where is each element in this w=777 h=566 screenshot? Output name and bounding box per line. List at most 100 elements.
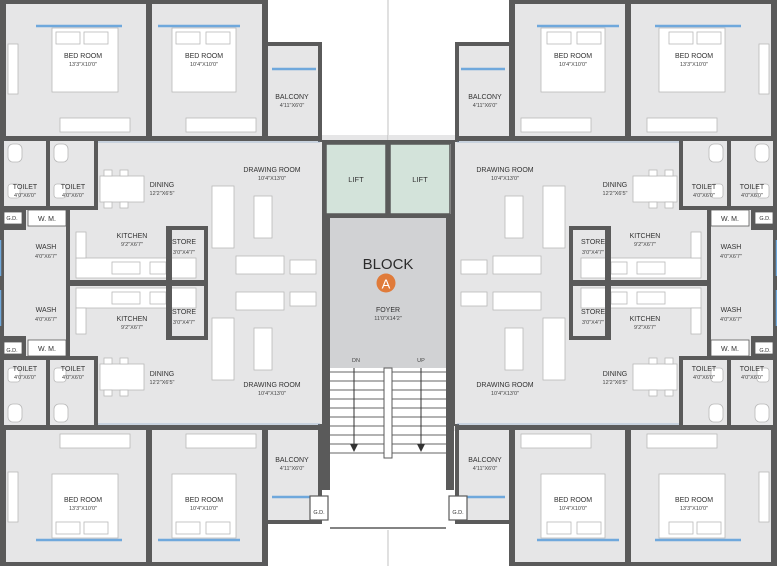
tl-kitchen-size: 9'2"X6'7" <box>121 242 143 248</box>
bl-store-size: 3'0"X4'7" <box>173 320 195 326</box>
lift-left-label: LIFT <box>348 175 364 184</box>
bl-bedroom-b-size: 10'4"X10'0" <box>190 506 218 512</box>
br-balcony-size: 4'11"X6'0" <box>473 466 498 472</box>
gd-core-right: G.D. <box>452 510 464 516</box>
br-toilet-1-size: 4'0"X6'0" <box>741 375 763 381</box>
tr-bedroom-a-size: 13'3"X10'0" <box>680 62 708 68</box>
bl-bedroom-a-size: 13'3"X10'0" <box>69 506 97 512</box>
tl-drawing-size: 10'4"X13'0" <box>258 176 286 182</box>
br-store-size: 3'0"X4'7" <box>582 320 604 326</box>
br-bedroom-b-name: BED ROOM <box>554 497 592 504</box>
tl-store-size: 3'0"X4'7" <box>173 250 195 256</box>
tr-dining-name: DINING <box>603 182 628 189</box>
tr-drawing-name: DRAWING ROOM <box>476 167 533 174</box>
tr-dining-size: 12'2"X6'5" <box>603 191 628 197</box>
bl-drawing-size: 10'4"X13'0" <box>258 391 286 397</box>
tl-bedroom-b-name: BED ROOM <box>185 53 223 60</box>
tr-toilet-1-name: TOILET <box>740 184 765 191</box>
br-bedroom-a-name: BED ROOM <box>675 497 713 504</box>
bl-wash-size: 4'0"X6'7" <box>35 317 57 323</box>
tr-drawing-size: 10'4"X13'0" <box>491 176 519 182</box>
foyer-size: 11'0"X14'2" <box>374 316 402 322</box>
tl-bedroom-b-size: 10'4"X10'0" <box>190 62 218 68</box>
tl-bedroom-a-size: 13'3"X10'0" <box>69 62 97 68</box>
tl-wm-label: W. M. <box>38 216 56 223</box>
tl-kitchen-name: KITCHEN <box>117 233 148 240</box>
br-drawing-name: DRAWING ROOM <box>476 382 533 389</box>
br-toilet-2-name: TOILET <box>692 366 717 373</box>
stairs-up-label: UP <box>417 358 425 364</box>
tl-toilet-2-name: TOILET <box>61 184 86 191</box>
bl-toilet-1-size: 4'0"X6'0" <box>14 375 36 381</box>
br-balcony-name: BALCONY <box>468 457 502 464</box>
tl-drawing-name: DRAWING ROOM <box>243 167 300 174</box>
foyer-name: FOYER <box>376 307 400 314</box>
br-bedroom-b-size: 10'4"X10'0" <box>559 506 587 512</box>
br-kitchen-name: KITCHEN <box>630 316 661 323</box>
tr-bedroom-b-name: BED ROOM <box>554 53 592 60</box>
bl-dining-name: DINING <box>150 371 175 378</box>
gd-core-left: G.D. <box>313 510 325 516</box>
tl-dining-name: DINING <box>150 182 175 189</box>
br-kitchen-size: 9'2"X6'7" <box>634 325 656 331</box>
tr-wm-label: W. M. <box>721 216 739 223</box>
tr-kitchen-name: KITCHEN <box>630 233 661 240</box>
tr-store-name: STORE <box>581 239 605 246</box>
br-toilet-2-size: 4'0"X6'0" <box>693 375 715 381</box>
bl-gd-label: G.D. <box>6 348 18 354</box>
br-wm-label: W. M. <box>721 346 739 353</box>
br-dining-size: 12'2"X6'5" <box>603 380 628 386</box>
tr-toilet-1-size: 4'0"X6'0" <box>741 193 763 199</box>
tr-gd-label: G.D. <box>759 216 771 222</box>
bl-toilet-2-name: TOILET <box>61 366 86 373</box>
tr-bedroom-b-size: 10'4"X10'0" <box>559 62 587 68</box>
stairs-down-label: DN <box>352 358 360 364</box>
tl-toilet-1-size: 4'0"X6'0" <box>14 193 36 199</box>
bl-kitchen-name: KITCHEN <box>117 316 148 323</box>
bl-balcony-size: 4'11"X6'0" <box>280 466 305 472</box>
tl-toilet-2-size: 4'0"X6'0" <box>62 193 84 199</box>
bl-dining-size: 12'2"X6'5" <box>150 380 175 386</box>
bl-wm-label: W. M. <box>38 346 56 353</box>
br-bedroom-a-size: 13'3"X10'0" <box>680 506 708 512</box>
tl-bedroom-a-name: BED ROOM <box>64 53 102 60</box>
tl-wash-size: 4'0"X6'7" <box>35 254 57 260</box>
bl-balcony-name: BALCONY <box>275 457 309 464</box>
bl-bedroom-a-name: BED ROOM <box>64 497 102 504</box>
block-badge <box>376 273 396 293</box>
tr-balcony-size: 4'11"X6'0" <box>473 103 498 109</box>
br-gd-label: G.D. <box>759 348 771 354</box>
bl-toilet-2-size: 4'0"X6'0" <box>62 375 84 381</box>
tr-kitchen-size: 9'2"X6'7" <box>634 242 656 248</box>
tl-wash-name: WASH <box>36 244 57 251</box>
br-wash-name: WASH <box>721 307 742 314</box>
bl-bedroom-b-name: BED ROOM <box>185 497 223 504</box>
bl-kitchen-size: 9'2"X6'7" <box>121 325 143 331</box>
tr-bedroom-a-name: BED ROOM <box>675 53 713 60</box>
tl-balcony-name: BALCONY <box>275 94 309 101</box>
bl-wash-name: WASH <box>36 307 57 314</box>
br-drawing-size: 10'4"X13'0" <box>491 391 519 397</box>
bl-drawing-name: DRAWING ROOM <box>243 382 300 389</box>
tr-toilet-2-size: 4'0"X6'0" <box>693 193 715 199</box>
tl-balcony-size: 4'11"X6'0" <box>280 103 305 109</box>
lift-right-label: LIFT <box>412 175 428 184</box>
tr-wash-size: 4'0"X6'7" <box>720 254 742 260</box>
tl-toilet-1-name: TOILET <box>13 184 38 191</box>
block-title: BLOCK <box>363 256 414 273</box>
block-letter: A <box>382 277 391 292</box>
br-store-name: STORE <box>581 309 605 316</box>
bl-toilet-1-name: TOILET <box>13 366 38 373</box>
br-dining-name: DINING <box>603 371 628 378</box>
tl-store-name: STORE <box>172 239 196 246</box>
bl-store-name: STORE <box>172 309 196 316</box>
tl-gd-label: G.D. <box>6 216 18 222</box>
tl-dining-size: 12'2"X6'5" <box>150 191 175 197</box>
tr-store-size: 3'0"X4'7" <box>582 250 604 256</box>
tr-wash-name: WASH <box>721 244 742 251</box>
tr-balcony-name: BALCONY <box>468 94 502 101</box>
br-toilet-1-name: TOILET <box>740 366 765 373</box>
tr-toilet-2-name: TOILET <box>692 184 717 191</box>
br-wash-size: 4'0"X6'7" <box>720 317 742 323</box>
